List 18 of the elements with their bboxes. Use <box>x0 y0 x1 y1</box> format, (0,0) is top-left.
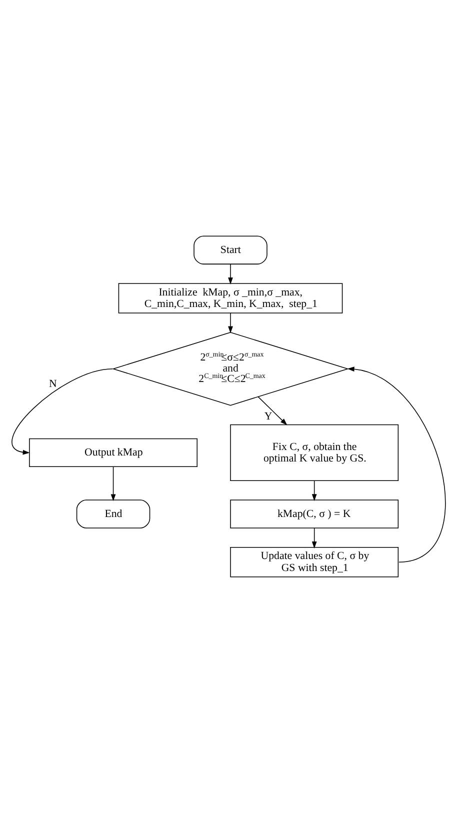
arrow <box>312 480 317 502</box>
node-box: Initialize kMap, σ _min,σ _max, C_min,C_max, K_min, K_max, step_1 <box>118 283 343 314</box>
node-box: kMap(C, σ ) = K <box>230 500 399 528</box>
edge-label: Y <box>264 410 272 422</box>
arrow <box>312 528 317 548</box>
arrow <box>258 396 288 426</box>
arrow <box>228 312 233 334</box>
node-box: End <box>76 500 150 528</box>
node-box: Fix C, σ, obtain the optimal K value by GS. <box>230 424 399 482</box>
edge-label: N <box>48 378 57 390</box>
arrow <box>347 366 446 563</box>
node-box: Output kMap <box>29 438 198 468</box>
arrow <box>228 264 233 285</box>
node-diamond: 2$^{σ_min}$≤σ≤2$^{σ_max}$ and 2$^{C_min}$≤C≤2$^{C_max}$ <box>112 332 350 406</box>
arrow <box>12 368 113 455</box>
node-box: Start <box>194 236 268 264</box>
arrow <box>110 466 116 502</box>
node-box: Update values of C, σ by GS with step_1 <box>230 547 399 578</box>
